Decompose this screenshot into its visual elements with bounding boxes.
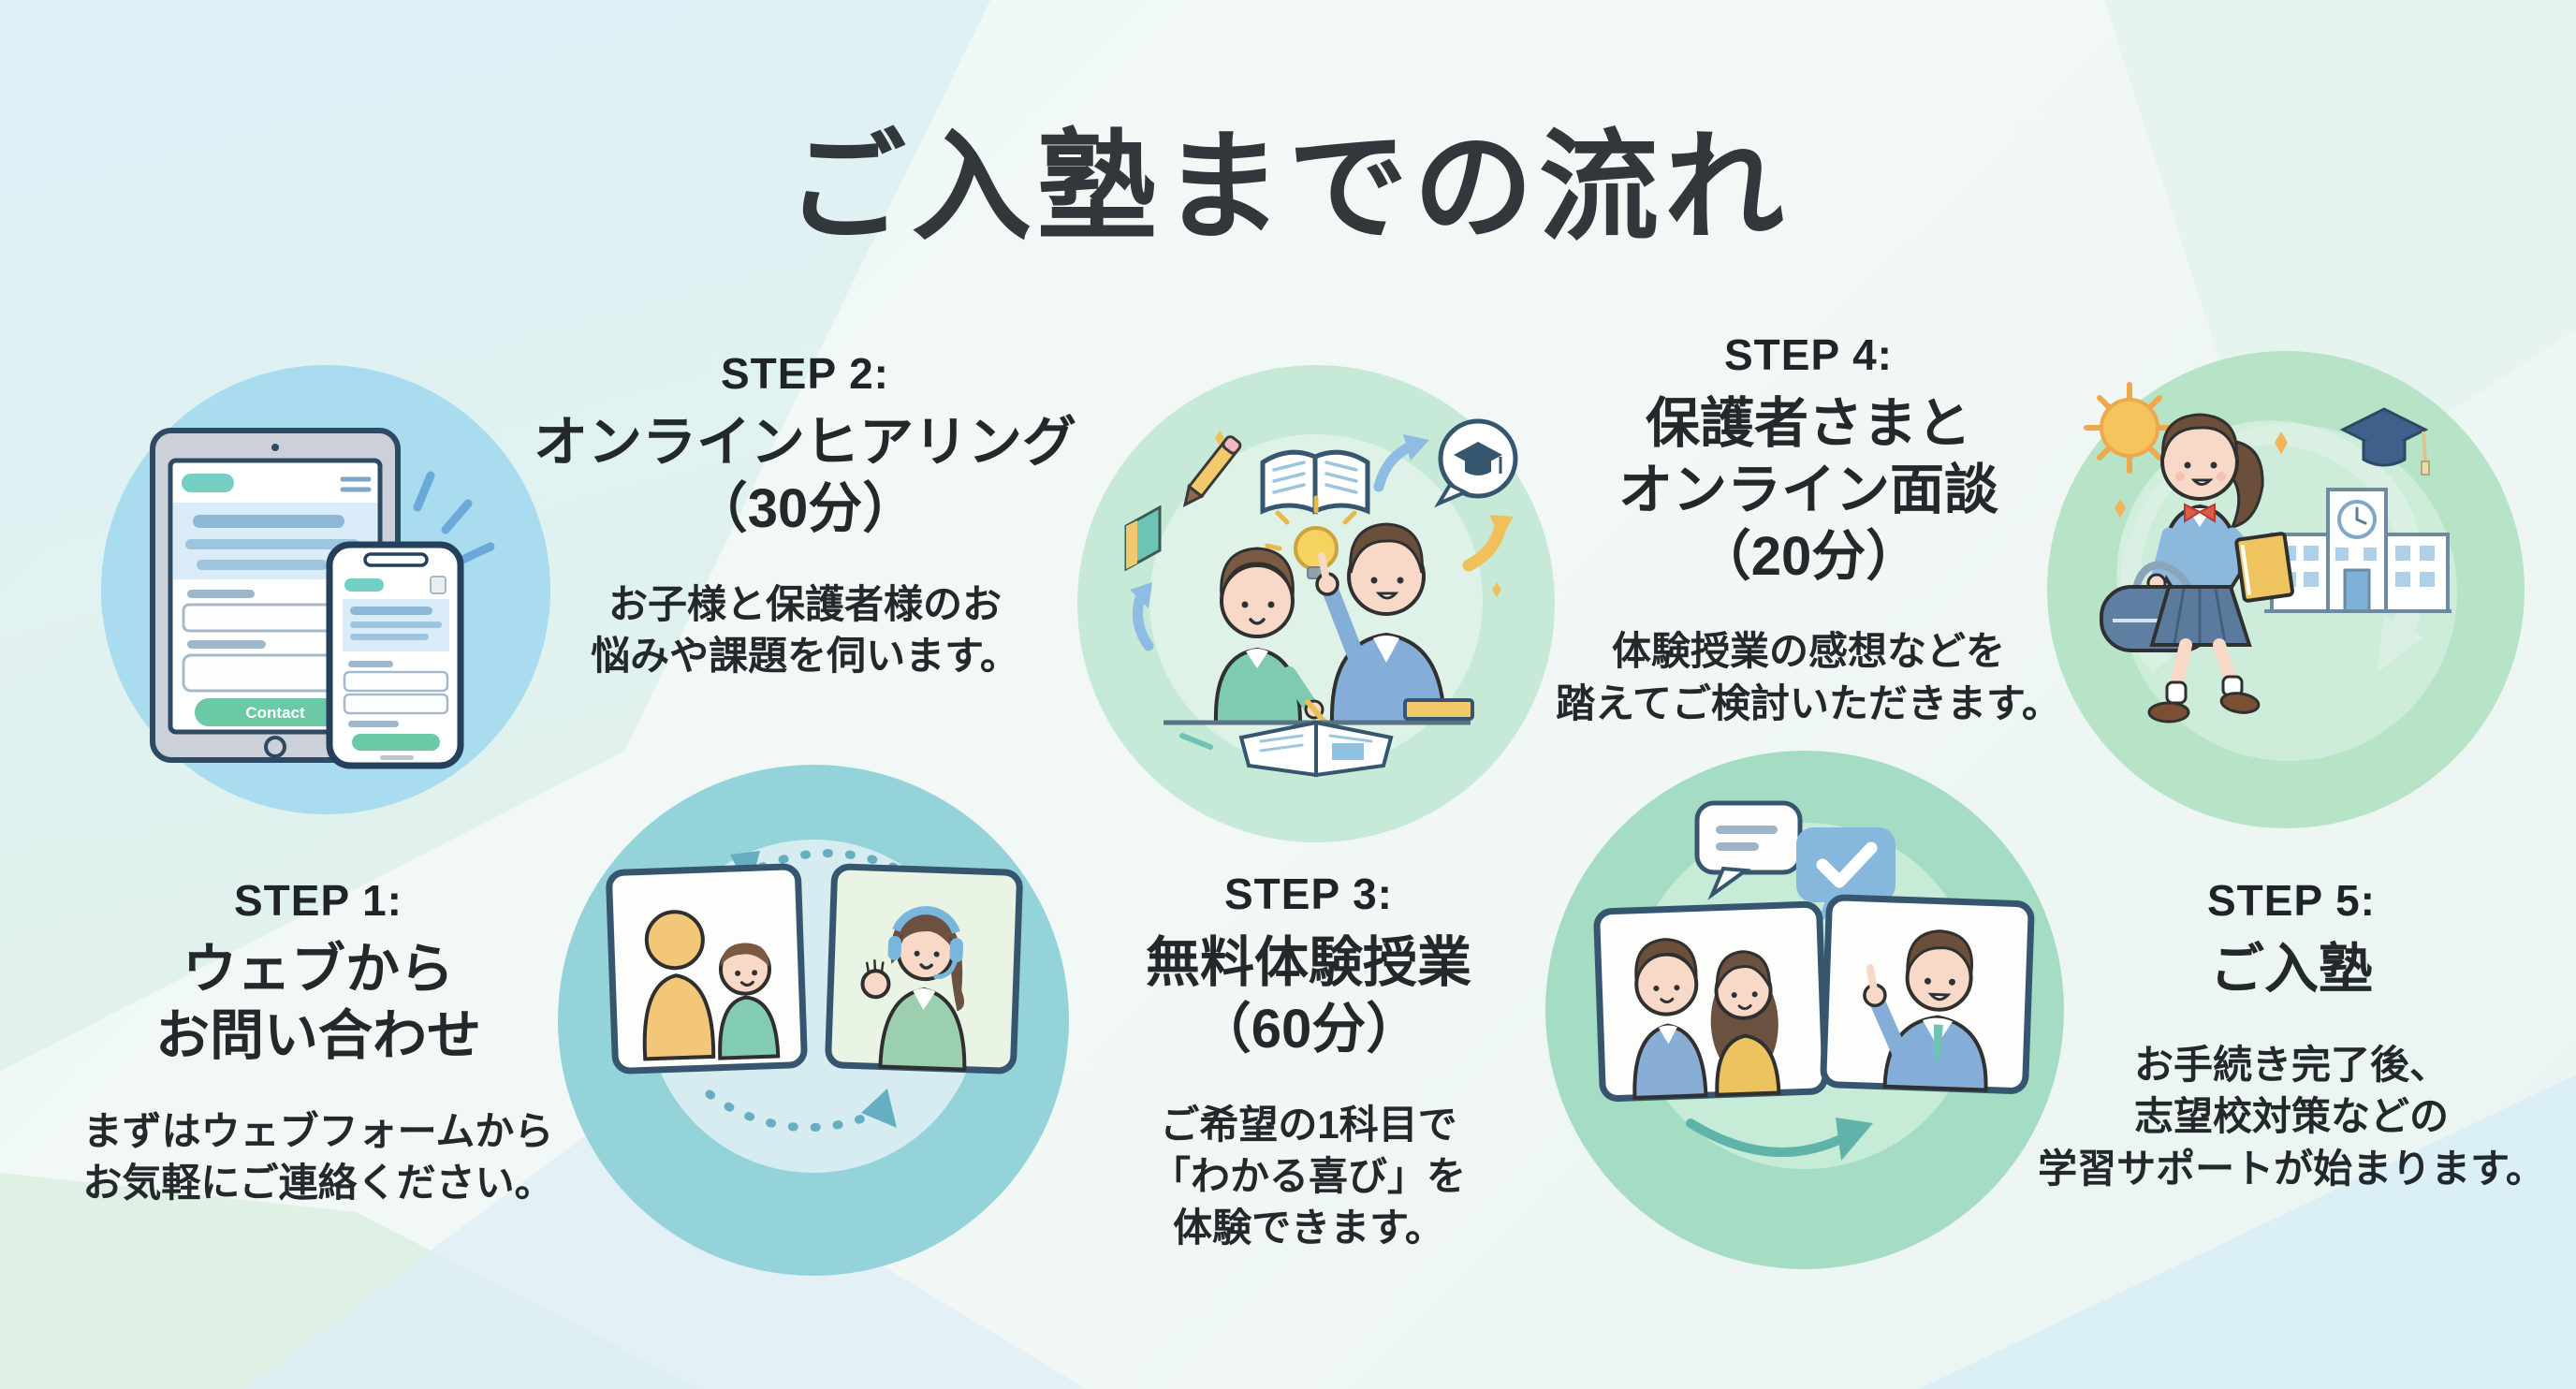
book-side-icon [1124, 504, 1162, 572]
student-figure [1213, 547, 1331, 729]
contact-button-label: Contact [245, 704, 305, 722]
speech-bubble-icon [1694, 800, 1803, 900]
step-3-text-block: STEP 3: 無料体験授業 （60分） ご希望の1科目で 「わかる喜び」を 体… [1009, 869, 1608, 1254]
sparkle-icon [2275, 431, 2288, 454]
pencil-icon [1182, 435, 1242, 507]
step-3-illustration-circle [1077, 365, 1555, 842]
graduation-speech-bubble-icon [1434, 418, 1518, 508]
step-2-description: お子様と保護者様のお 悩みや課題を伺います。 [591, 581, 1019, 678]
contact-button [195, 698, 356, 726]
step-4-heading: 保護者さまと オンライン面談 （20分） [1617, 393, 1998, 587]
step-2-label: STEP 2: [721, 349, 889, 398]
graduation-cap-icon [2339, 407, 2430, 475]
step-2-text-block: STEP 2: オンラインヒアリング （30分） お子様と保護者様のお 悩みや課… [505, 348, 1105, 681]
sun-icon [2084, 382, 2175, 474]
enrollment-illustration [2047, 351, 2525, 828]
phone-icon [326, 541, 464, 769]
tutor-figure [1315, 522, 1447, 724]
lightbulb-icon [1265, 495, 1368, 579]
arrow-yellow-icon [1462, 515, 1514, 572]
curved-arrow-icon [1686, 1118, 1873, 1161]
step-2-illustration-circle [558, 765, 1069, 1276]
step-5-description: お手続き完了後、 志望校対策などの 学習サポートが始まります。 [2038, 1042, 2545, 1191]
sparkle-icon [1215, 431, 1224, 446]
arrow-left-icon [1130, 582, 1154, 651]
parent-meeting-illustration [1545, 751, 2064, 1269]
step-2-heading: オンラインヒアリング （30分） [533, 412, 1076, 539]
step-3-label: STEP 3: [1224, 870, 1393, 918]
trial-lesson-illustration [1077, 365, 1555, 842]
video-screen-parent-child [606, 863, 808, 1075]
sparkle-icon [1492, 582, 1501, 597]
step-1-description: まずはウェブフォームから お気軽にご連絡ください。 [82, 1108, 554, 1205]
video-screen-tutor [1820, 894, 2035, 1094]
step-3-description: ご希望の1科目で 「わかる喜び」を 体験できます。 [1150, 1102, 1466, 1250]
step-1-illustration-circle: Contact [101, 365, 550, 814]
video-call-hearing-illustration [558, 765, 1069, 1276]
video-screen-parents [1593, 900, 1829, 1102]
step-4-label: STEP 4: [1724, 330, 1893, 379]
school-building-icon [2264, 488, 2452, 613]
step-1-label: STEP 1: [234, 876, 402, 925]
pen-on-desk [1179, 733, 1213, 750]
step-5-illustration-circle [2047, 351, 2525, 828]
contact-form-illustration: Contact [101, 365, 550, 814]
arrowhead-right [861, 1089, 897, 1128]
step-5-heading: ご入塾 [2209, 939, 2373, 1000]
step-5-text-block: STEP 5: ご入塾 お手続き完了後、 志望校対策などの 学習サポートが始まり… [1992, 875, 2576, 1194]
notebook-on-desk [1238, 720, 1394, 778]
yellow-book [2234, 532, 2294, 603]
step-3-heading: 無料体験授業 （60分） [1145, 932, 1471, 1060]
step-4-illustration-circle [1545, 751, 2064, 1269]
step-1-heading: ウェブから お問い合わせ [154, 939, 481, 1066]
step-5-label: STEP 5: [2207, 876, 2376, 925]
sparkle-icon [2115, 499, 2126, 518]
student-girl-figure [2100, 413, 2294, 724]
step-1-text-block: STEP 1: ウェブから お問い合わせ まずはウェブフォームから お気軽にご連… [19, 875, 618, 1208]
step-4-text-block: STEP 4: 保護者さまと オンライン面談 （20分） 体験授業の感想などを … [1509, 329, 2108, 729]
video-screen-advisor [825, 863, 1023, 1075]
step-4-description: 体験授業の感想などを 踏えてご検討いただきます。 [1556, 629, 2061, 725]
sparkle-icon [413, 471, 495, 564]
page-title: ご入塾までの流れ [785, 121, 1790, 255]
book-on-desk [1403, 698, 1474, 721]
